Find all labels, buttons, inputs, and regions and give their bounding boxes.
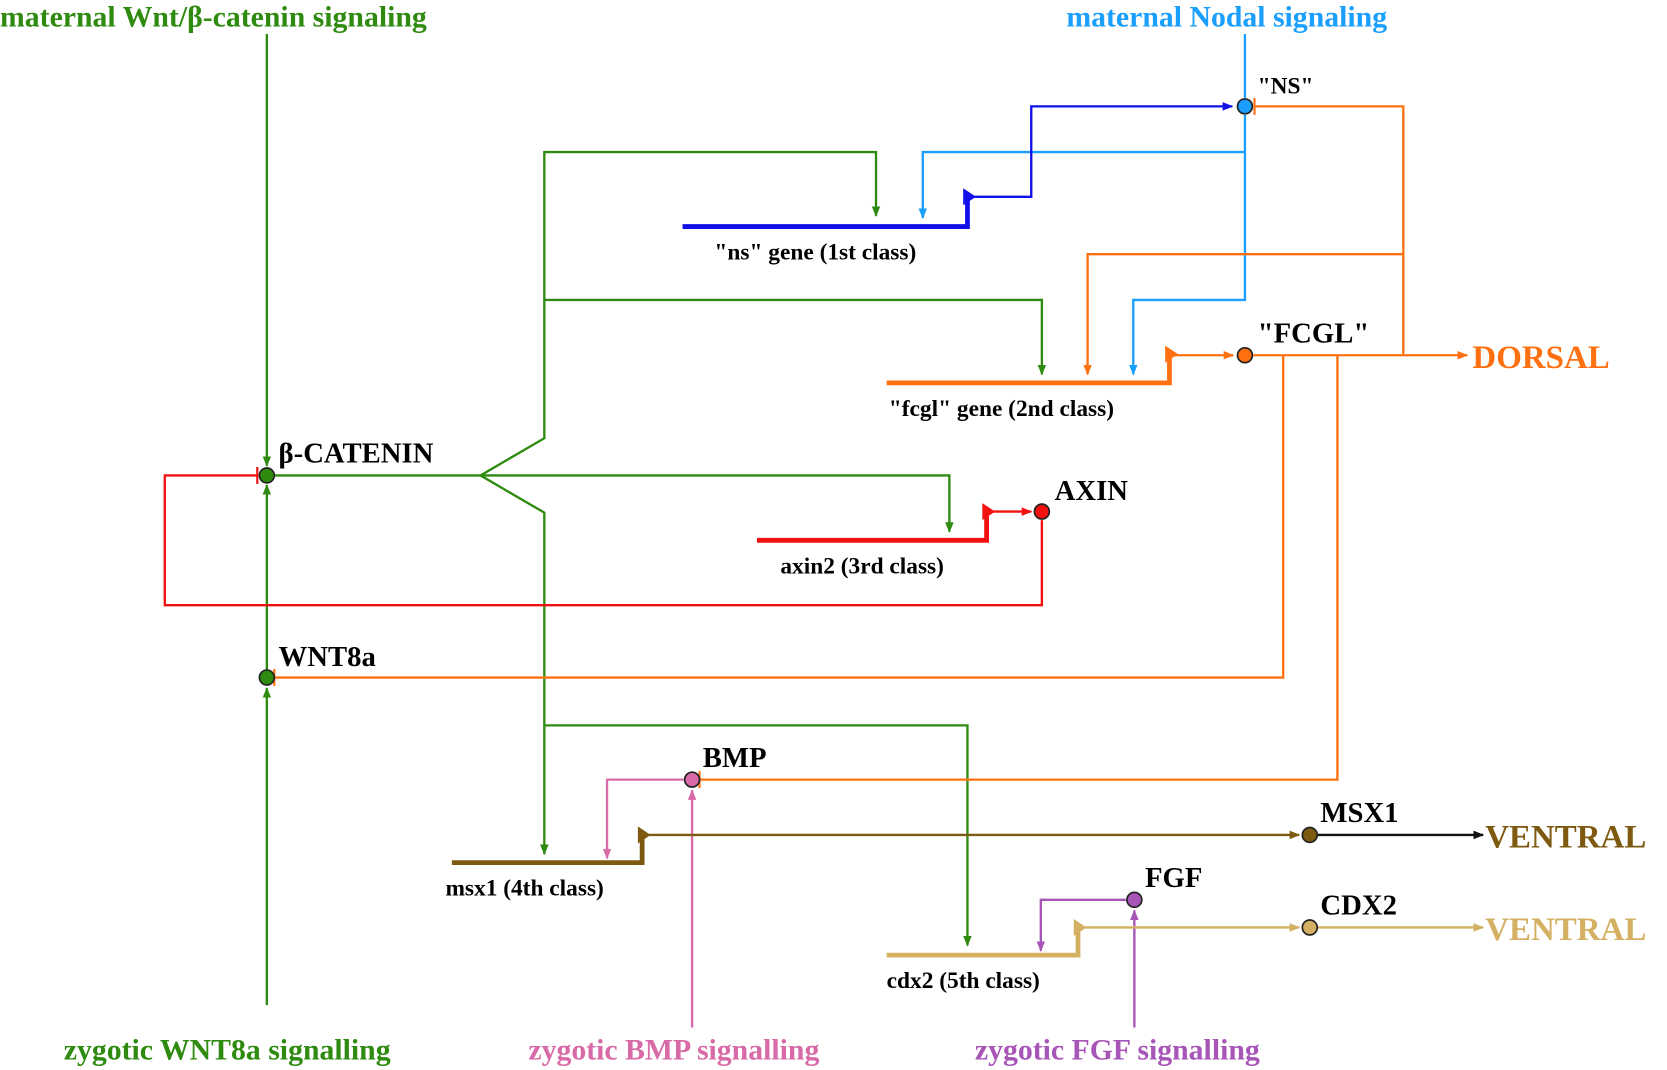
ventral-output-label-msx1: VENTRAL bbox=[1485, 820, 1646, 856]
fgf-node bbox=[1126, 891, 1143, 909]
axin-feedback-edge bbox=[163, 466, 1044, 607]
cdx2-node bbox=[1301, 919, 1319, 936]
msx1-gene-label: msx1 (4th class) bbox=[445, 876, 603, 902]
nodal-edges bbox=[918, 34, 1247, 376]
ns-node-label: "NS" bbox=[1258, 74, 1314, 100]
cdx2-gene-label: cdx2 (5th class) bbox=[887, 968, 1040, 994]
wnt8a-node bbox=[258, 669, 276, 686]
cdx2-node-label: CDX2 bbox=[1320, 890, 1397, 922]
fcgl-gene bbox=[886, 345, 1235, 386]
fcgl-node bbox=[1236, 346, 1254, 364]
ns-node bbox=[1236, 98, 1254, 115]
beta-catenin-node bbox=[258, 467, 276, 484]
dorsal-output-label: DORSAL bbox=[1472, 340, 1609, 376]
cdx2-gene bbox=[886, 918, 1301, 958]
bmp-node bbox=[683, 771, 701, 788]
ns-gene bbox=[682, 102, 1234, 229]
maternal-nodal-input-label: maternal Nodal signaling bbox=[1066, 1, 1387, 34]
bmp-edges bbox=[602, 778, 697, 1028]
msx1-gene bbox=[451, 826, 1301, 865]
fcgl-edges bbox=[273, 97, 1469, 789]
axin2-gene bbox=[756, 503, 1033, 543]
msx1-node bbox=[1301, 826, 1319, 844]
fcgl-node-label: "FCGL" bbox=[1258, 317, 1370, 349]
ns-gene-label: "ns" gene (1st class) bbox=[714, 240, 916, 266]
fcgl-gene-label: "fcgl" gene (2nd class) bbox=[889, 396, 1114, 422]
axin-node bbox=[1033, 503, 1051, 520]
wnt-edges bbox=[262, 34, 1047, 1006]
fgf-edges bbox=[1036, 898, 1139, 1028]
zygotic-bmp-input-label: zygotic BMP signalling bbox=[528, 1033, 819, 1066]
axin2-gene-label: axin2 (3rd class) bbox=[780, 553, 944, 579]
fgf-node-label: FGF bbox=[1145, 862, 1202, 894]
msx1-node-label: MSX1 bbox=[1320, 797, 1398, 829]
zygotic-fgf-input-label: zygotic FGF signalling bbox=[975, 1033, 1260, 1066]
wnt8a-node-label: WNT8a bbox=[279, 641, 376, 673]
bmp-node-label: BMP bbox=[703, 742, 767, 774]
ventral-output-label-cdx2: VENTRAL bbox=[1485, 912, 1646, 948]
beta-catenin-node-label: β-CATENIN bbox=[279, 438, 434, 470]
axin-node-label: AXIN bbox=[1055, 475, 1129, 507]
zygotic-wnt8a-input-label: zygotic WNT8a signalling bbox=[64, 1033, 391, 1066]
maternal-wnt-input-label: maternal Wnt/β-catenin signaling bbox=[0, 1, 427, 34]
